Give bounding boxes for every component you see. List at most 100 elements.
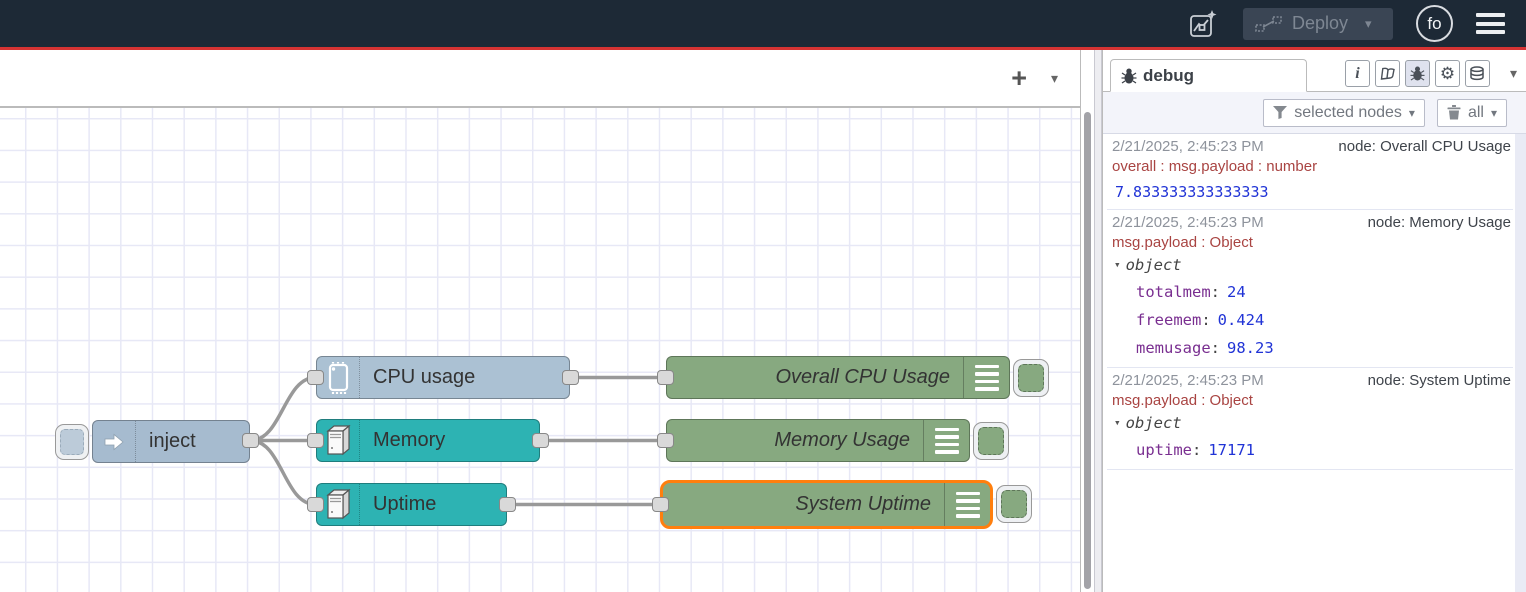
deploy-chevron-icon[interactable]: ▾ — [1365, 15, 1372, 31]
help-tab-button[interactable] — [1374, 60, 1400, 87]
debug-output-icon — [923, 420, 969, 461]
debug-toggle-button[interactable] — [996, 485, 1032, 523]
node-label: CPU usage — [373, 366, 476, 388]
workspace: + ▾ inject — [0, 50, 1081, 592]
debug-message: 2/21/2025, 2:45:23 PM node: System Uptim… — [1107, 368, 1513, 470]
port-debug-system-uptime-in[interactable] — [652, 497, 669, 512]
message-timestamp: 2/21/2025, 2:45:23 PM — [1112, 138, 1264, 155]
object-field: totalmem:24 — [1136, 283, 1246, 301]
message-timestamp: 2/21/2025, 2:45:23 PM — [1112, 214, 1264, 231]
user-avatar[interactable]: fo — [1416, 5, 1453, 42]
node-memory[interactable]: Memory — [316, 419, 540, 462]
debug-scroll-track[interactable] — [1515, 134, 1526, 592]
bug-icon — [1410, 66, 1425, 81]
node-label: Memory — [373, 429, 446, 451]
chevron-down-icon: ▾ — [1408, 105, 1415, 120]
port-memory-in[interactable] — [307, 433, 324, 448]
info-tab-button[interactable]: i — [1344, 60, 1370, 87]
port-debug-memory-usage-in[interactable] — [657, 433, 674, 448]
debug-toggle-button[interactable] — [1013, 359, 1049, 397]
message-timestamp: 2/21/2025, 2:45:23 PM — [1112, 372, 1264, 389]
debug-tab-button[interactable] — [1404, 60, 1430, 87]
debug-filter-button[interactable]: selected nodes ▾ — [1263, 98, 1425, 127]
node-label: Memory Usage — [774, 429, 910, 451]
sidebar-splitter[interactable] — [1094, 50, 1102, 592]
collapse-caret-icon[interactable]: ▾ — [1114, 416, 1121, 429]
context-data-tab-button[interactable] — [1464, 60, 1490, 87]
database-icon — [1469, 65, 1485, 82]
server-tower-icon — [317, 420, 360, 461]
sidebar: debug i — [1102, 50, 1526, 592]
inject-trigger-button[interactable] — [55, 424, 89, 460]
canvas-scroll-track — [1081, 50, 1094, 592]
wire[interactable] — [248, 375, 318, 443]
object-field: uptime:17171 — [1136, 441, 1256, 459]
node-label: Overall CPU Usage — [775, 366, 950, 388]
bug-icon — [1121, 68, 1137, 84]
node-label: Uptime — [373, 493, 437, 515]
inject-arrow-icon — [93, 421, 136, 462]
canvas-scrollbar[interactable] — [1084, 112, 1091, 589]
flow-canvas[interactable]: inject CPU usage — [0, 108, 1080, 592]
message-property: msg.payload : Object — [1112, 392, 1253, 409]
debug-filter-label: selected nodes — [1294, 103, 1402, 121]
header: Deploy ▾ fo — [0, 0, 1526, 50]
message-source-node: node: Overall CPU Usage — [1338, 138, 1511, 155]
trash-icon — [1447, 105, 1461, 120]
debug-clear-button[interactable]: all ▾ — [1436, 98, 1507, 127]
wire[interactable] — [248, 438, 318, 507]
debug-message-list: 2/21/2025, 2:45:23 PM node: Overall CPU … — [1103, 134, 1526, 592]
port-uptime-out[interactable] — [499, 497, 516, 512]
port-uptime-in[interactable] — [307, 497, 324, 512]
debug-toolbar: selected nodes ▾ all ▾ — [1103, 92, 1526, 134]
cpu-chip-icon — [317, 357, 360, 398]
node-inject[interactable]: inject — [92, 420, 250, 463]
add-flow-button[interactable]: + — [1011, 62, 1027, 93]
sidebar-actions: i — [1344, 60, 1526, 91]
server-tower-icon — [317, 484, 360, 525]
flow-tab-bar: + ▾ — [0, 50, 1080, 108]
gear-icon: ⚙ — [1439, 63, 1456, 83]
port-memory-out[interactable] — [532, 433, 549, 448]
config-nodes-tab-button[interactable]: ⚙ — [1434, 60, 1460, 87]
filter-icon — [1273, 106, 1288, 119]
message-property: msg.payload : Object — [1112, 234, 1253, 251]
flow-assistant-icon[interactable] — [1186, 7, 1220, 41]
flow-wires — [248, 375, 668, 507]
debug-clear-label: all — [1467, 103, 1484, 121]
node-debug-memory-usage[interactable]: Memory Usage — [666, 419, 970, 462]
tab-debug[interactable]: debug — [1110, 59, 1307, 92]
debug-toggle-button[interactable] — [973, 422, 1009, 460]
debug-output-icon — [963, 357, 1009, 398]
deploy-label: Deploy — [1292, 13, 1349, 33]
book-icon — [1379, 66, 1396, 81]
deploy-icon — [1255, 15, 1283, 33]
message-value: 7.833333333333333 — [1115, 183, 1269, 201]
debug-output-icon — [944, 483, 990, 526]
flow-list-chevron-icon[interactable]: ▾ — [1050, 69, 1058, 86]
node-cpu-usage[interactable]: CPU usage — [316, 356, 570, 399]
object-field: freemem:0.424 — [1136, 311, 1265, 329]
port-cpu-out[interactable] — [562, 370, 579, 385]
object-type-label: object — [1125, 256, 1182, 274]
port-debug-overall-cpu-in[interactable] — [657, 370, 674, 385]
debug-message: 2/21/2025, 2:45:23 PM node: Overall CPU … — [1107, 134, 1513, 210]
port-inject-out[interactable] — [242, 433, 259, 448]
info-icon: i — [1355, 64, 1360, 82]
node-debug-system-uptime[interactable]: System Uptime — [660, 480, 993, 529]
tab-debug-label: debug — [1143, 65, 1194, 85]
object-field: memusage:98.23 — [1136, 339, 1274, 357]
message-property: overall : msg.payload : number — [1112, 158, 1318, 175]
message-source-node: node: System Uptime — [1367, 372, 1511, 389]
node-uptime[interactable]: Uptime — [316, 483, 507, 526]
sidebar-menu-chevron-icon[interactable]: ▾ — [1509, 65, 1517, 81]
message-source-node: node: Memory Usage — [1367, 214, 1511, 231]
port-cpu-in[interactable] — [307, 370, 324, 385]
debug-message: 2/21/2025, 2:45:23 PM node: Memory Usage… — [1107, 210, 1513, 368]
collapse-caret-icon[interactable]: ▾ — [1114, 258, 1121, 271]
node-debug-overall-cpu[interactable]: Overall CPU Usage — [666, 356, 1010, 399]
chevron-down-icon: ▾ — [1490, 105, 1497, 120]
object-type-label: object — [1125, 414, 1182, 432]
deploy-button[interactable]: Deploy ▾ — [1243, 7, 1393, 40]
main-menu-icon[interactable] — [1476, 13, 1505, 34]
